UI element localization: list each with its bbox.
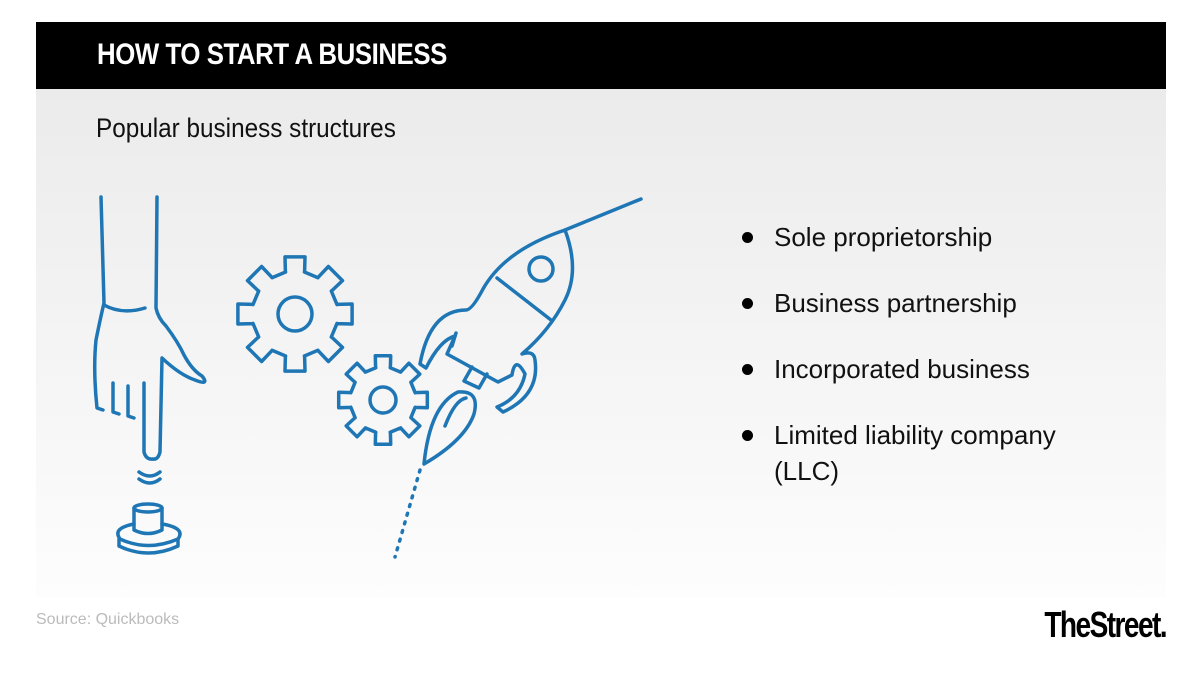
list-item-label: Sole proprietorship — [774, 222, 993, 252]
list-item: Business partnership — [740, 285, 1094, 321]
bullet-icon — [742, 364, 753, 375]
list-item: Incorporated business — [740, 351, 1094, 387]
button-icon — [116, 502, 182, 555]
structures-list: Sole proprietorship Business partnership… — [740, 219, 1094, 489]
list-item: Sole proprietorship — [740, 219, 1094, 255]
header-bar: HOW TO START A BUSINESS — [36, 22, 1166, 89]
page-title: HOW TO START A BUSINESS — [97, 38, 447, 71]
gear-icon — [336, 353, 430, 447]
list-item-label: Incorporated business — [774, 354, 1030, 384]
list-item-label: Limited liability company (LLC) — [774, 420, 1056, 486]
list-item-label: Business partnership — [774, 288, 1017, 318]
content-panel: Popular business structures Sole proprie… — [36, 89, 1166, 597]
gear-icon — [236, 255, 354, 373]
gear-hole-icon — [368, 385, 398, 415]
hand-icon — [92, 195, 207, 461]
list-item: Limited liability company (LLC) — [740, 417, 1094, 489]
rocket-icon — [393, 197, 643, 559]
bullet-icon — [742, 430, 753, 441]
bullet-icon — [742, 232, 753, 243]
bullet-icon — [742, 298, 753, 309]
source-note: Source: Quickbooks — [36, 611, 180, 628]
subtitle: Popular business structures — [96, 113, 396, 143]
thestreet-logo: TheStreet. — [1044, 604, 1167, 645]
gear-hole-icon — [276, 295, 314, 333]
press-waves-icon — [137, 470, 162, 485]
